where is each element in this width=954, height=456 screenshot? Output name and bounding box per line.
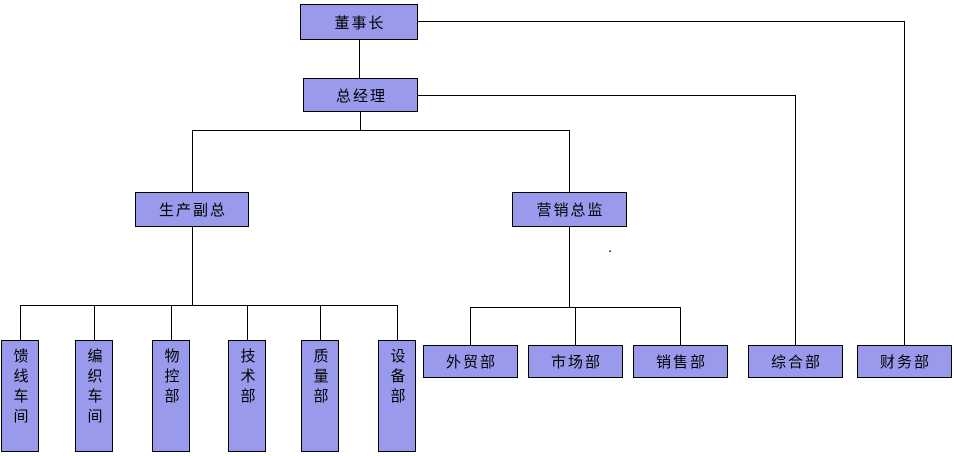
- node-label: 设备部: [388, 348, 406, 408]
- connector-line: [360, 112, 361, 130]
- node-foreign-trade-dept: 外贸部: [423, 345, 518, 378]
- node-production-vp: 生产副总: [135, 192, 249, 227]
- connector-line: [418, 95, 795, 96]
- node-finance-dept: 财务部: [857, 345, 952, 378]
- connector-line: [569, 227, 570, 307]
- connector-line: [795, 95, 796, 345]
- node-weaving-workshop: 编织车间: [75, 340, 113, 452]
- connector-line: [94, 305, 95, 340]
- node-label: 馈线车间: [11, 348, 29, 428]
- node-label: 技术部: [238, 348, 256, 408]
- node-sales-dept: 销售部: [633, 345, 728, 378]
- connector-line: [575, 307, 576, 345]
- node-marketing-director: 营销总监: [512, 192, 627, 227]
- connector-line: [20, 305, 21, 340]
- connector-line: [470, 307, 471, 345]
- node-material-control-dept: 物控部: [152, 340, 190, 452]
- connector-line: [192, 130, 570, 131]
- node-general-manager: 总经理: [303, 78, 418, 112]
- connector-line: [171, 305, 172, 340]
- node-general-affairs-dept: 综合部: [748, 345, 843, 378]
- node-marketing-dept: 市场部: [528, 345, 623, 378]
- node-label: 编织车间: [85, 348, 103, 428]
- connector-line: [418, 21, 904, 22]
- node-quality-dept: 质量部: [301, 340, 339, 452]
- connector-line: [192, 227, 193, 305]
- connector-line: [904, 21, 905, 345]
- connector-line: [569, 130, 570, 192]
- connector-line: [359, 40, 360, 78]
- connector-line: [20, 305, 397, 306]
- node-equipment-dept: 设备部: [378, 340, 416, 452]
- node-feeder-workshop: 馈线车间: [1, 340, 39, 452]
- node-technology-dept: 技术部: [228, 340, 266, 452]
- connector-line: [192, 130, 193, 192]
- connector-line: [320, 305, 321, 340]
- node-chairman: 董事长: [300, 4, 418, 40]
- connector-line: [680, 307, 681, 345]
- stray-dot: .: [608, 239, 613, 256]
- node-label: 物控部: [162, 348, 180, 408]
- node-label: 质量部: [311, 348, 329, 408]
- connector-line: [397, 305, 398, 340]
- connector-line: [247, 305, 248, 340]
